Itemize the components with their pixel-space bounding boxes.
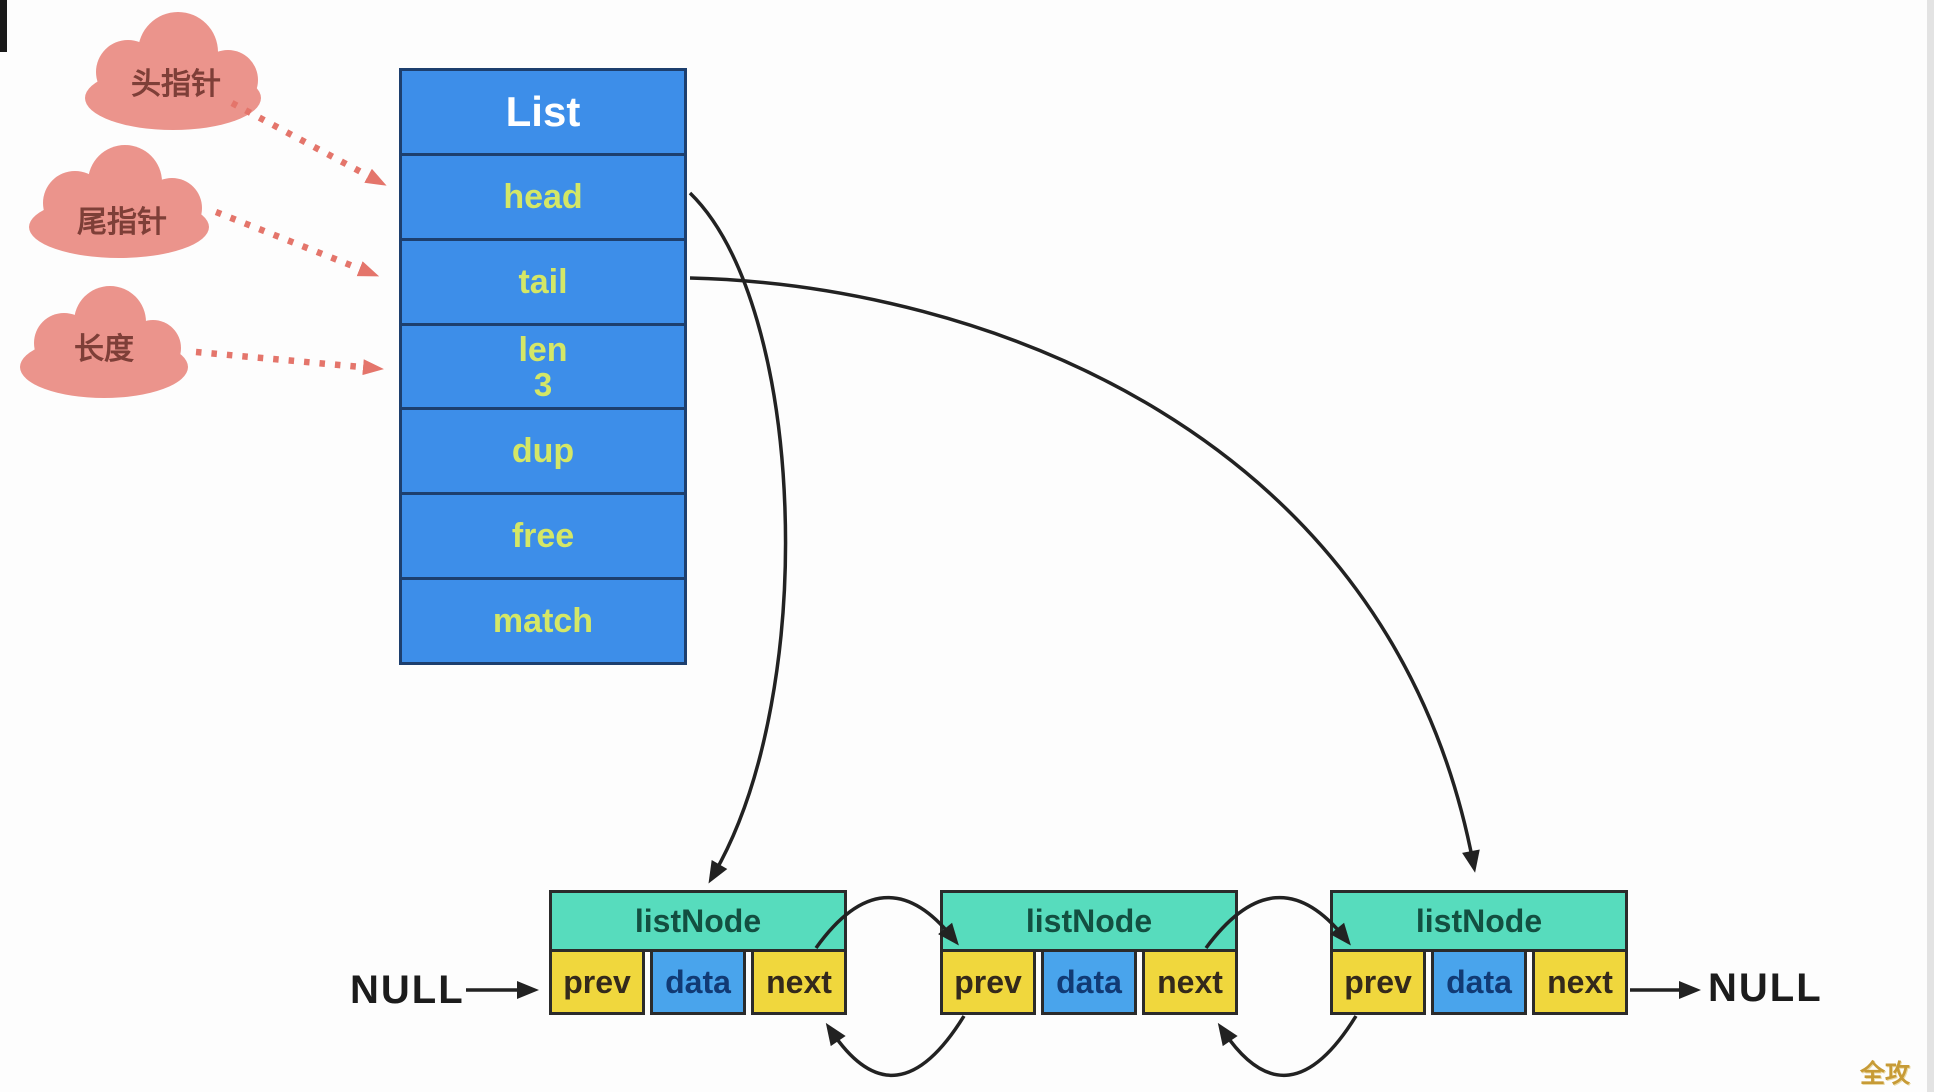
list-node-1-next-cell: next xyxy=(751,949,847,1015)
list-field-head: head xyxy=(402,152,684,238)
watermark-text: 全攻略 xyxy=(1860,1060,1911,1088)
tail-to-node3-curve xyxy=(689,276,1480,873)
list-node-3-prev-cell: prev xyxy=(1330,949,1426,1015)
list-field-tail: tail xyxy=(402,237,684,323)
list-node-2-prev-cell: prev xyxy=(940,949,1036,1015)
list-node-2-data-cell: data xyxy=(1041,949,1137,1015)
screen-corner-artifact xyxy=(0,0,7,52)
null-terminal-left: NULL xyxy=(350,968,465,1012)
list-node-1-data-cell: data xyxy=(650,949,746,1015)
list-field-len-value: 3 xyxy=(533,365,553,403)
list-node-2: listNode prev data next xyxy=(940,890,1238,1015)
list-node-1-prev-cell: prev xyxy=(549,949,645,1015)
list-node-1-title: listNode xyxy=(549,890,847,952)
list-node-2-title: listNode xyxy=(940,890,1238,952)
list-field-free: free xyxy=(402,492,684,577)
list-field-dup: dup xyxy=(402,407,684,492)
list-field-match: match xyxy=(402,577,684,662)
list-struct-title: List xyxy=(505,87,581,135)
list-struct-box: List head tail len 3 dup free match xyxy=(399,68,687,665)
list-node-3-title: listNode xyxy=(1330,890,1628,952)
list-node-2-next-cell: next xyxy=(1142,949,1238,1015)
list-node-1-cells: prev data next xyxy=(549,949,847,1015)
list-node-1: listNode prev data next xyxy=(549,890,847,1015)
list-field-len: len 3 xyxy=(402,322,684,408)
head-pointer-dotted-arrow xyxy=(230,100,387,186)
node3-prev-arc xyxy=(1217,1015,1358,1078)
null-terminal-right: NULL xyxy=(1708,966,1823,1010)
list-node-2-cells: prev data next xyxy=(940,949,1238,1015)
tail-pointer-cloud-label: 尾指针 xyxy=(77,206,167,239)
list-node-3-next-cell: next xyxy=(1532,949,1628,1015)
tail-pointer-dotted-arrow xyxy=(214,208,380,277)
head-to-node1-curve xyxy=(688,191,788,884)
node2-prev-arc xyxy=(825,1015,966,1078)
head-pointer-cloud-label: 头指针 xyxy=(131,68,221,101)
tail-pointer-cloud-shape xyxy=(29,145,209,258)
screen-right-edge xyxy=(1927,0,1934,1092)
length-cloud-label: 长度 xyxy=(74,333,134,366)
length-dotted-arrow xyxy=(195,348,384,376)
list-node-3-cells: prev data next xyxy=(1330,949,1628,1015)
list-field-len-label: len xyxy=(518,330,568,369)
list-node-3: listNode prev data next xyxy=(1330,890,1628,1015)
list-node-3-data-cell: data xyxy=(1431,949,1527,1015)
